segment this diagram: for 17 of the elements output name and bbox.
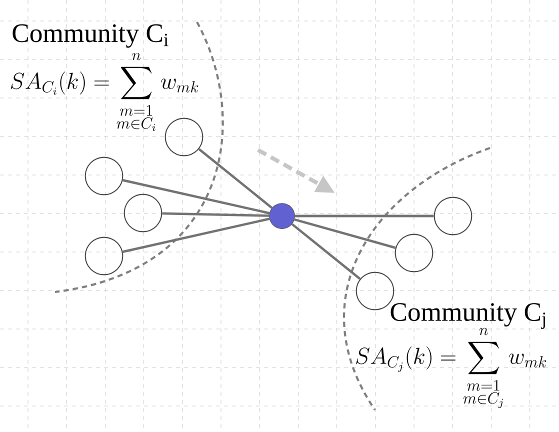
neighbor-node (84, 236, 124, 276)
center-node (269, 203, 295, 229)
edge (198, 148, 273, 209)
neighbor-node (434, 196, 472, 236)
neighbor-node (394, 234, 434, 272)
community-title: Community C$_{i}$ (12, 24, 168, 48)
edge (162, 212, 270, 217)
community-title: Community C$_{j}$ (390, 303, 546, 329)
edge (122, 179, 270, 214)
neighbor-node (124, 194, 162, 232)
edge (122, 218, 270, 253)
edge (294, 218, 396, 249)
edge (291, 223, 361, 280)
neighbor-node (84, 156, 124, 196)
edge (294, 214, 434, 218)
formula: $SA_{C_i}(k) = \sum_{\substack{m=1\\ m\in C_i}}^{n} w_{mk}$ (10, 52, 198, 131)
formula: $SA_{C_j}(k) = \sum_{\substack{m=1\\ m\in C_j}}^{n} w_{mk}$ (356, 328, 546, 408)
